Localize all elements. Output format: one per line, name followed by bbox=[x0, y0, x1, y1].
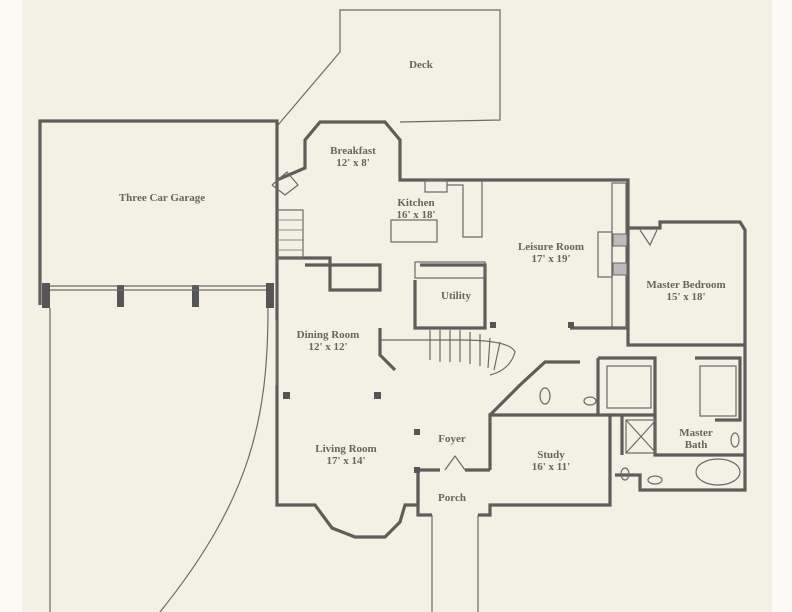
room-label-dining: Dining Room bbox=[297, 329, 360, 341]
room-size-dining: 12' x 12' bbox=[308, 341, 347, 353]
house-walls bbox=[275, 120, 747, 539]
room-size-master-bedroom: 15' x 18' bbox=[666, 291, 705, 303]
room-size-study: 16' x 11' bbox=[532, 461, 571, 473]
room-label-leisure: Leisure Room bbox=[518, 241, 584, 253]
room-label-porch: Porch bbox=[438, 492, 466, 504]
deck bbox=[277, 9, 501, 126]
room-label-master-bedroom: Master Bedroom bbox=[646, 279, 725, 291]
room-label-master-bath: Master bbox=[679, 427, 713, 439]
room-label-garage: Three Car Garage bbox=[119, 192, 205, 204]
room-size-breakfast: 12' x 8' bbox=[336, 157, 370, 169]
fixtures bbox=[271, 171, 741, 612]
garage bbox=[38, 119, 279, 308]
room-label-utility: Utility bbox=[441, 290, 471, 302]
room-label-deck: Deck bbox=[409, 59, 434, 71]
room-label-foyer: Foyer bbox=[438, 433, 466, 445]
driveway bbox=[49, 307, 269, 612]
room-label-master-bath-2: Bath bbox=[685, 439, 708, 451]
room-label-living: Living Room bbox=[315, 443, 376, 455]
room-label-kitchen: Kitchen bbox=[397, 197, 434, 209]
paper-background bbox=[22, 0, 772, 612]
room-label-study: Study bbox=[537, 449, 565, 461]
room-size-leisure: 17' x 19' bbox=[531, 253, 570, 265]
room-label-breakfast: Breakfast bbox=[330, 145, 376, 157]
room-size-kitchen: 16' x 18' bbox=[396, 209, 435, 221]
room-size-living: 17' x 14' bbox=[326, 455, 365, 467]
